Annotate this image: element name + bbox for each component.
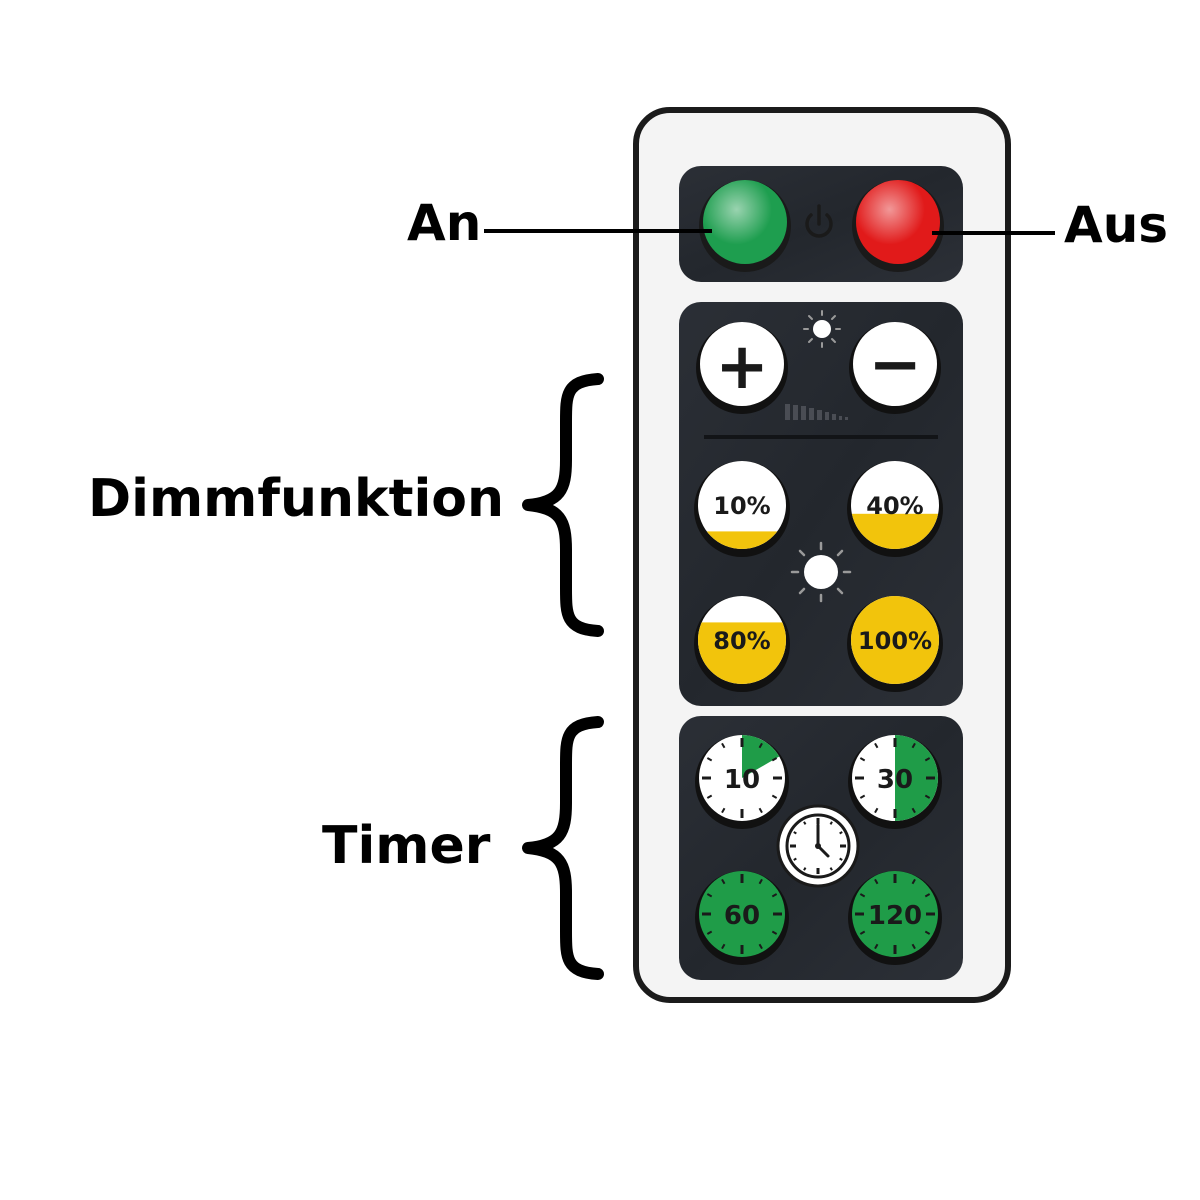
clock-tick [758,878,763,885]
clock-tick [758,807,763,814]
timer-60-button[interactable]: 60 [695,871,789,965]
timer-60-label: 60 [724,901,760,931]
clock-tick [911,878,916,885]
clock-tick [874,878,879,885]
clock-tick [874,742,879,749]
minus-button[interactable]: − [849,322,941,414]
timer-10-label: 10 [724,765,760,795]
off-callout: Aus [1064,196,1169,254]
on-button[interactable] [699,180,791,272]
clock-tick [859,757,866,762]
clock-tick [706,930,713,935]
timer-30-button[interactable]: 30 [848,735,942,829]
clock-tick [803,821,807,825]
clock-tick [874,943,879,950]
dim-80-button[interactable]: 80% [690,596,794,692]
minus-symbol: − [868,328,922,402]
brightness-large-icon [790,541,852,603]
dim-100-button[interactable]: 100% [843,596,947,692]
clock-tick [721,742,726,749]
dim-100-label: 100% [858,627,932,655]
clock-tick [924,930,931,935]
timer-30-label: 30 [877,765,913,795]
brightness-steps-icon [785,404,848,420]
clock-tick [911,807,916,814]
timer-120-label: 120 [868,901,922,931]
dim-40-button[interactable]: 40% [843,461,947,557]
clock-tick [911,742,916,749]
clock-tick [924,794,931,799]
brightness-small-icon [803,310,841,348]
clock-tick [874,807,879,814]
clock-tick [706,893,713,898]
clock-tick [859,794,866,799]
dim-10-button[interactable]: 10% [690,461,794,557]
plus-button[interactable]: + [696,322,788,414]
timer-brace [522,716,604,980]
clock-tick [721,807,726,814]
clock-tick [859,930,866,935]
plus-symbol: + [715,330,769,404]
clock-tick [793,857,797,861]
clock-tick [829,821,833,825]
dimming-brace [522,373,604,637]
timer-callout: Timer [322,816,491,876]
clock-tick [924,893,931,898]
clock-tick [706,757,713,762]
clock-tick [829,867,833,871]
clock-tick [839,831,843,835]
dim-80-label: 80% [713,627,770,655]
clock-tick [911,943,916,950]
clock-tick [706,794,713,799]
clock-tick [924,757,931,762]
clock-tick [771,893,778,898]
clock-tick [793,831,797,835]
clock-tick [758,943,763,950]
clock-tick [758,742,763,749]
clock-icon [776,804,860,888]
clock-tick [771,794,778,799]
dim-40-label: 40% [866,492,923,520]
off-button[interactable] [852,180,944,272]
clock-tick [721,878,726,885]
timer-120-button[interactable]: 120 [848,871,942,965]
clock-tick [721,943,726,950]
dim-10-label: 10% [713,492,770,520]
dimming-callout: Dimmfunktion [88,469,505,529]
timer-10-button[interactable]: 10 [695,735,789,829]
clock-tick [803,867,807,871]
clock-tick [771,757,778,762]
on-callout: An [407,194,482,252]
clock-tick [839,857,843,861]
power-icon [805,204,833,238]
clock-tick [771,930,778,935]
panel-divider [704,435,938,439]
clock-tick [859,893,866,898]
